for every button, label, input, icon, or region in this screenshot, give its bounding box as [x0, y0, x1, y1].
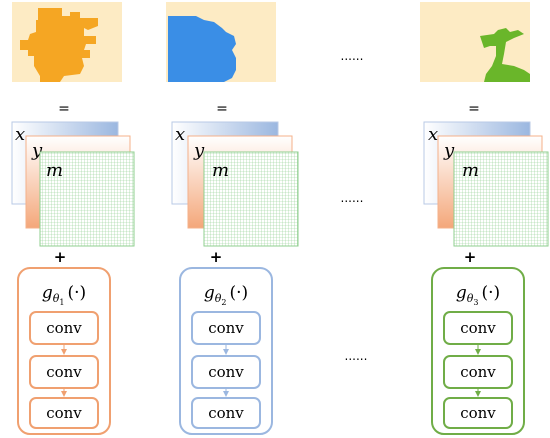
plus-sign-3: +: [464, 248, 477, 266]
input-stack-3: x y m: [423, 121, 549, 247]
conv-block-2c: [191, 397, 261, 429]
conv-block-3b: [443, 355, 513, 389]
y-label-2: y: [193, 140, 205, 161]
m-label-3: m: [462, 160, 479, 181]
column-3: = x y m + gθ3(·) conv conv conv: [420, 2, 549, 435]
m-layer-1: [39, 151, 135, 247]
m-label-1: m: [46, 160, 63, 181]
mask-image-2: [166, 2, 276, 82]
conv-block-2a: [191, 311, 261, 345]
ellipsis-network-row: ......: [345, 349, 368, 363]
m-layer-2: [203, 151, 299, 247]
conv-label-2c: conv: [208, 404, 244, 422]
conv-label-1c: conv: [46, 404, 82, 422]
conv-block-1a: [29, 311, 99, 345]
function-label-1: gθ1(·): [42, 283, 86, 307]
ellipsis-input-row: ......: [341, 191, 364, 205]
conv-block-3c: [443, 397, 513, 429]
conv-label-3c: conv: [460, 404, 496, 422]
conv-label-1a: conv: [46, 319, 82, 337]
equals-sign-2: =: [216, 101, 228, 117]
network-box-1: gθ1(·) conv conv conv: [17, 267, 111, 435]
ellipsis-mask-row: ......: [341, 49, 364, 63]
mask-shape-3: [480, 28, 530, 82]
mask-shape-1: [20, 8, 98, 82]
conv-label-2a: conv: [208, 319, 244, 337]
x-label-2: x: [175, 124, 185, 145]
column-1: = x y m + gθ1(·) conv conv conv: [11, 2, 135, 435]
plus-sign-1: +: [54, 248, 67, 266]
conv-block-1c: [29, 397, 99, 429]
plus-sign-2: +: [210, 248, 223, 266]
y-label-3: y: [443, 140, 455, 161]
column-2: = x y m + gθ2(·) conv conv conv: [166, 2, 299, 435]
conv-label-2b: conv: [208, 363, 244, 381]
mask-image-1: [12, 2, 122, 82]
input-stack-1: x y m: [11, 121, 135, 247]
network-box-3: gθ3(·) conv conv conv: [431, 267, 525, 435]
input-stack-2: x y m: [171, 121, 299, 247]
mask-image-3: [420, 2, 530, 82]
x-label-3: x: [428, 124, 438, 145]
m-layer-3: [453, 151, 549, 247]
conv-block-1b: [29, 355, 99, 389]
conv-label-3b: conv: [460, 363, 496, 381]
conv-label-1b: conv: [46, 363, 82, 381]
mask-shape-2: [168, 16, 236, 82]
m-label-2: m: [212, 160, 229, 181]
equals-sign-3: =: [468, 101, 480, 117]
conv-label-3a: conv: [460, 319, 496, 337]
function-label-3: gθ3(·): [456, 283, 500, 307]
equals-sign-1: =: [58, 101, 70, 117]
function-label-2: gθ2(·): [204, 283, 248, 307]
network-box-2: gθ2(·) conv conv conv: [179, 267, 273, 435]
x-label-1: x: [15, 124, 25, 145]
conv-block-2b: [191, 355, 261, 389]
conv-block-3a: [443, 311, 513, 345]
